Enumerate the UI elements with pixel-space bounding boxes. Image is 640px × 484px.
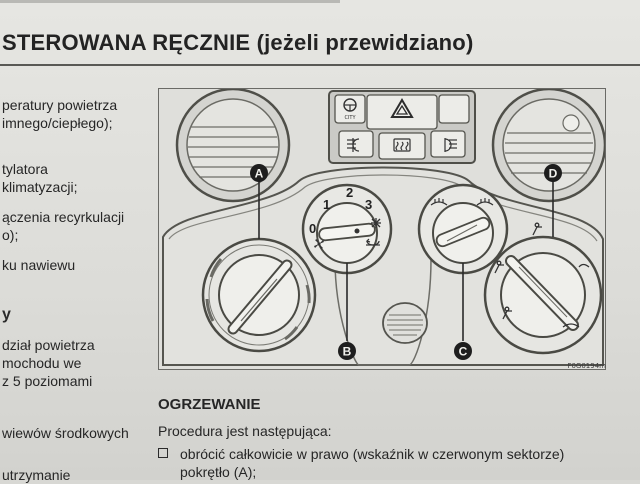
- checklist-item-line-2: pokrętło (A);: [180, 464, 257, 480]
- left-column-line: dział powietrza: [2, 337, 95, 353]
- left-column-line: wiewów środkowych: [2, 425, 129, 441]
- section-intro: Procedura jest następująca:: [158, 423, 332, 439]
- svg-text:C: C: [459, 345, 468, 359]
- fan-scale-0: 0: [309, 221, 316, 236]
- left-column-line: tylatora: [2, 161, 48, 177]
- left-column-line: klimatyzacji;: [2, 179, 78, 195]
- air-distribution-knob-c[interactable]: [417, 183, 509, 275]
- checkbox-icon: [158, 448, 168, 458]
- center-lower-grille: [382, 302, 428, 344]
- city-label: CITY: [344, 115, 356, 121]
- callout-a: A: [250, 164, 268, 182]
- temperature-knob-a[interactable]: [201, 237, 317, 353]
- fan-scale-2: 2: [346, 185, 353, 200]
- defrost-windscreen-icon: [430, 198, 448, 206]
- left-column-line: ku nawiewu: [2, 257, 76, 273]
- left-column-line: o);: [2, 227, 19, 243]
- steering-wheel-icon: [343, 98, 357, 112]
- heading-rule: [0, 64, 640, 66]
- front-fog-button[interactable]: [430, 130, 466, 158]
- air-direction-knob-d[interactable]: [483, 235, 603, 355]
- recirculation-icon: [365, 238, 380, 246]
- checklist-item-line-1: obrócić całkowicie w prawo (wskaźnik w c…: [180, 446, 565, 462]
- front-fog-light-icon: [444, 138, 457, 152]
- fan-scale-1: 1: [323, 197, 330, 212]
- left-column-line: ączenia recyrkulacji: [2, 209, 125, 225]
- left-column-line: utrzymanie: [2, 467, 71, 483]
- section-title: OGRZEWANIE: [158, 396, 261, 413]
- left-column-marker: y: [2, 306, 11, 323]
- callout-d: D: [544, 164, 562, 182]
- fan-icon: [314, 239, 324, 249]
- left-column-line: imnego/ciepłego);: [2, 115, 113, 131]
- page-heading: STEROWANA RĘCZNIE (jeżeli przewidziano): [2, 30, 474, 55]
- left-air-vent: [175, 89, 291, 203]
- callout-b: B: [338, 342, 356, 360]
- windscreen-defrost-icon: [476, 198, 494, 206]
- hazard-warning-icon: [390, 98, 414, 118]
- seat-airflow-icon: [494, 222, 590, 328]
- svg-text:A: A: [255, 167, 264, 181]
- left-column-line: peratury powietrza: [2, 97, 118, 113]
- rear-window-defrost-icon: [393, 138, 411, 152]
- fan-speed-knob-b[interactable]: [301, 183, 393, 275]
- snowflake-icon: [371, 218, 381, 228]
- climate-control-figure: CITY: [158, 88, 606, 370]
- fan-scale-3: 3: [365, 197, 372, 212]
- top-rule: [0, 0, 340, 3]
- svg-text:D: D: [549, 167, 558, 181]
- center-button-panel: [328, 90, 476, 164]
- callout-c: C: [454, 342, 472, 360]
- rear-fog-light-icon: [347, 138, 360, 152]
- left-column-line: z 5 poziomami: [2, 373, 93, 389]
- checklist-item-text: obrócić całkowicie w prawo (wskaźnik w c…: [180, 445, 630, 481]
- svg-text:B: B: [343, 345, 352, 359]
- left-column-line: mochodu we: [2, 355, 82, 371]
- right-air-vent: [491, 89, 605, 203]
- figure-code: F0G0194m: [567, 362, 606, 370]
